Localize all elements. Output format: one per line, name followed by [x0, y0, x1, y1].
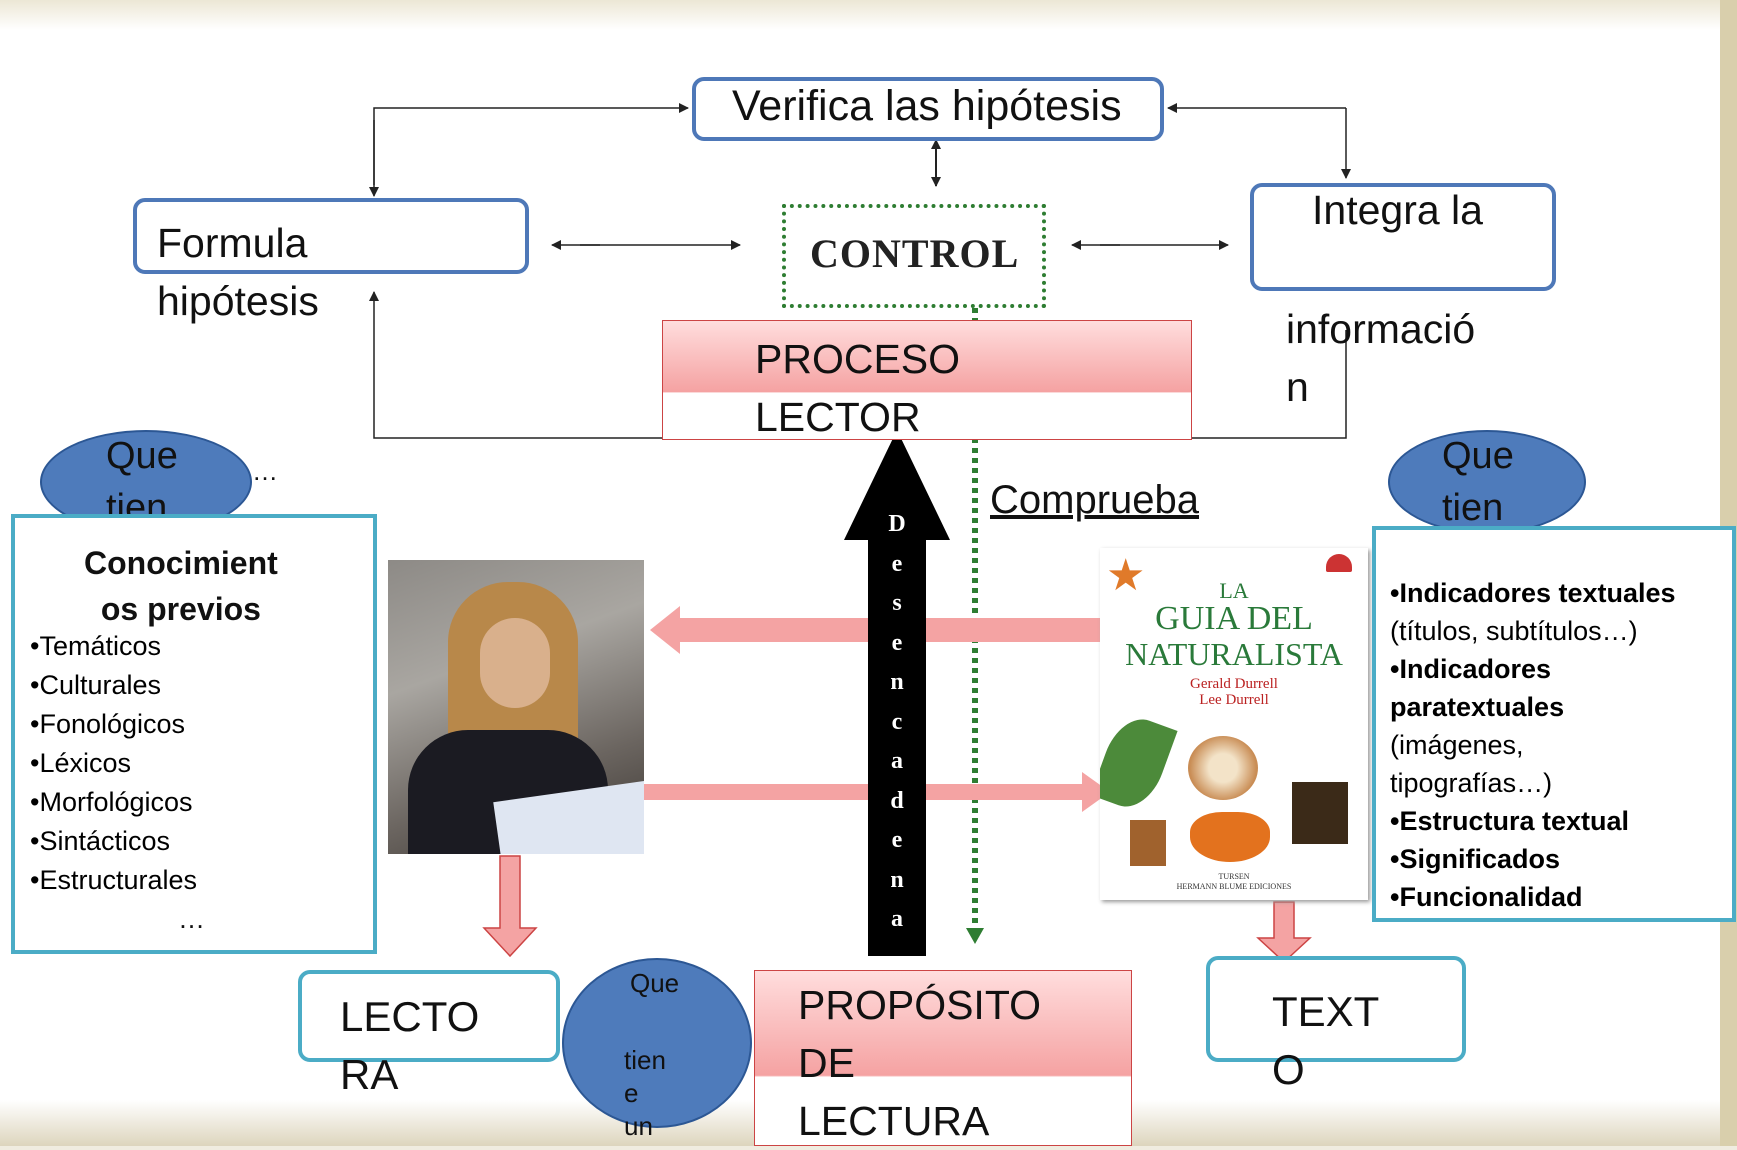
- que-label-bottom: Que: [630, 968, 680, 998]
- list-item: •Significados: [1390, 844, 1560, 874]
- desencadena-letter: s: [892, 590, 902, 616]
- book-author-1: Gerald Durrell: [1190, 676, 1278, 692]
- mushroom-icon: [1326, 554, 1352, 572]
- list-item: •Léxicos: [30, 748, 131, 778]
- conocimientos-panel: [11, 514, 377, 954]
- control-box: [782, 204, 1046, 308]
- list-item: •Funcionalidad: [1390, 882, 1583, 912]
- pink-arrow-down-lectora: [482, 855, 538, 958]
- que-tiene-un-oval-bottom: [562, 958, 752, 1128]
- face-shape: [480, 618, 550, 708]
- lectora-box: [298, 970, 560, 1062]
- comprueba-label: Comprueba: [990, 478, 1200, 522]
- formula-box: [133, 198, 529, 274]
- desencadena-letter: e: [891, 629, 903, 656]
- list-item: •Culturales: [30, 670, 162, 700]
- list-item: •Estructurales: [30, 865, 198, 895]
- desencadena-letter: e: [891, 827, 903, 853]
- desencadena-letter: e: [891, 550, 903, 577]
- book-title-2: NATURALISTA: [1125, 636, 1343, 672]
- texto-box: [1206, 956, 1466, 1062]
- list-item: •Estructura textual: [1390, 806, 1630, 836]
- starfish-icon: ★: [1106, 551, 1146, 600]
- formula-label: Formula hipótesis: [157, 220, 319, 324]
- integra-label-continued: informació n: [1286, 306, 1476, 410]
- texto-features-panel: [1372, 526, 1736, 922]
- desencadena-letter: n: [890, 866, 904, 893]
- list-item: (imágenes,: [1390, 730, 1524, 760]
- shell-icon: [1188, 736, 1258, 800]
- butterfly-icon: [1190, 812, 1270, 862]
- book-la: LA: [1219, 578, 1249, 603]
- desencadena-arrow: [844, 430, 950, 956]
- list-item: •Fonológicos: [30, 709, 186, 739]
- list-item: (títulos, subtítulos…): [1390, 616, 1638, 646]
- desencadena-letter: D: [888, 511, 906, 537]
- book-title-1: GUIA DEL: [1155, 600, 1313, 637]
- tiene-un-label-bottom: tien e un: [624, 1045, 666, 1141]
- control-label: CONTROL: [810, 231, 1020, 276]
- texto-features-list: •Indicadores textuales (títulos, subtítul…: [1390, 574, 1676, 916]
- integra-label: Integra la: [1312, 187, 1483, 233]
- desencadena-letter: a: [891, 906, 903, 932]
- list-item: •Indicadores textuales: [1390, 578, 1676, 608]
- conocimientos-title: Conocimient os previos: [84, 545, 278, 627]
- verifica-box: [692, 77, 1164, 141]
- conocimientos-list: •Temáticos •Culturales •Fonológicos •Léx…: [30, 627, 197, 900]
- leaf-icon: [1100, 710, 1178, 816]
- list-item: •Sintácticos: [30, 826, 171, 856]
- small-ellipsis: …: [252, 456, 278, 486]
- nest-icon: [1292, 782, 1348, 844]
- proceso-label: PROCESO LECTOR: [755, 336, 961, 440]
- integra-box: [1250, 183, 1556, 291]
- reader-photo: [388, 560, 644, 854]
- texto-label: TEXT O: [1272, 988, 1380, 1093]
- list-item: paratextuales: [1390, 692, 1565, 722]
- proposito-label: PROPÓSITO DE LECTURA: [798, 982, 1042, 1144]
- desencadena-letter: n: [890, 669, 904, 695]
- desencadena-letter: a: [891, 748, 903, 774]
- list-item: •Indicadores: [1390, 654, 1551, 684]
- connector-bottom-formula: [369, 291, 744, 439]
- connector-formula-verifica: [373, 103, 689, 185]
- book-publisher-2: HERMANN BLUME EDICIONES: [1176, 882, 1292, 891]
- birdhouse-icon: [1130, 820, 1166, 866]
- conocimientos-ellipsis: …: [178, 904, 205, 934]
- lectora-label: LECTO RA: [340, 993, 480, 1098]
- book-author-2: Lee Durrell: [1199, 692, 1269, 708]
- list-item: •Temáticos: [30, 631, 161, 661]
- proceso-box: [662, 320, 1192, 440]
- desencadena-letter: c: [891, 708, 903, 735]
- que-tiene-oval-right: [1388, 430, 1586, 534]
- desencadena-letter: d: [890, 787, 904, 814]
- proposito-box: [754, 970, 1132, 1146]
- list-item: tipografías…): [1390, 768, 1553, 798]
- verifica-label: Verifica las hipótesis: [732, 82, 1122, 130]
- book-publisher-1: TURSEN: [1218, 872, 1250, 881]
- list-item: •Morfológicos: [30, 787, 193, 817]
- pink-arrow-down-texto: [1256, 901, 1312, 964]
- book-cover: LA GUIA DEL NATURALISTA Gerald Durrell L…: [1100, 548, 1368, 900]
